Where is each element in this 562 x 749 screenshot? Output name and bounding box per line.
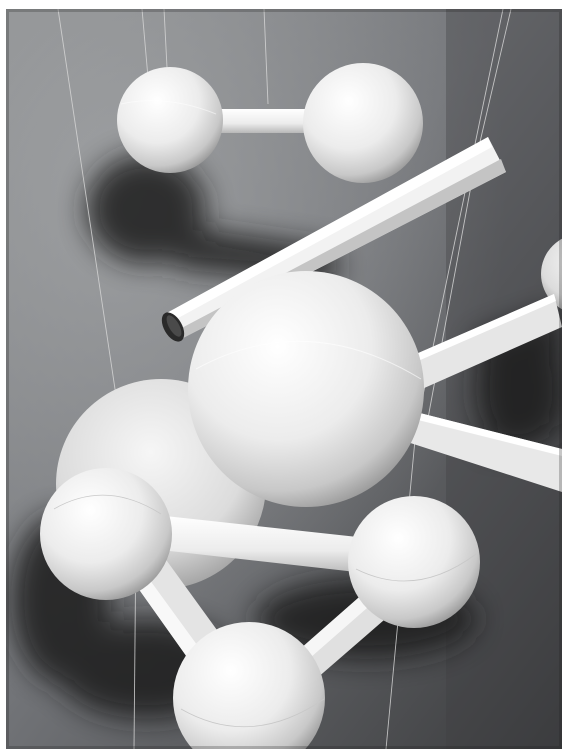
ring-sphere-right (348, 496, 480, 628)
upper-right-rod (416, 294, 562, 389)
top-right-sphere (303, 63, 423, 183)
ring-rod-top (152, 515, 376, 574)
lower-right-rod (398, 409, 562, 492)
ring-sphere-left (40, 468, 172, 600)
top-left-sphere (117, 67, 223, 173)
molecular-model-photo (6, 9, 562, 749)
right-edge-sphere (541, 238, 562, 310)
central-sphere (188, 271, 424, 507)
ring-sphere-bottom (173, 622, 325, 749)
photo-frame (6, 9, 562, 749)
